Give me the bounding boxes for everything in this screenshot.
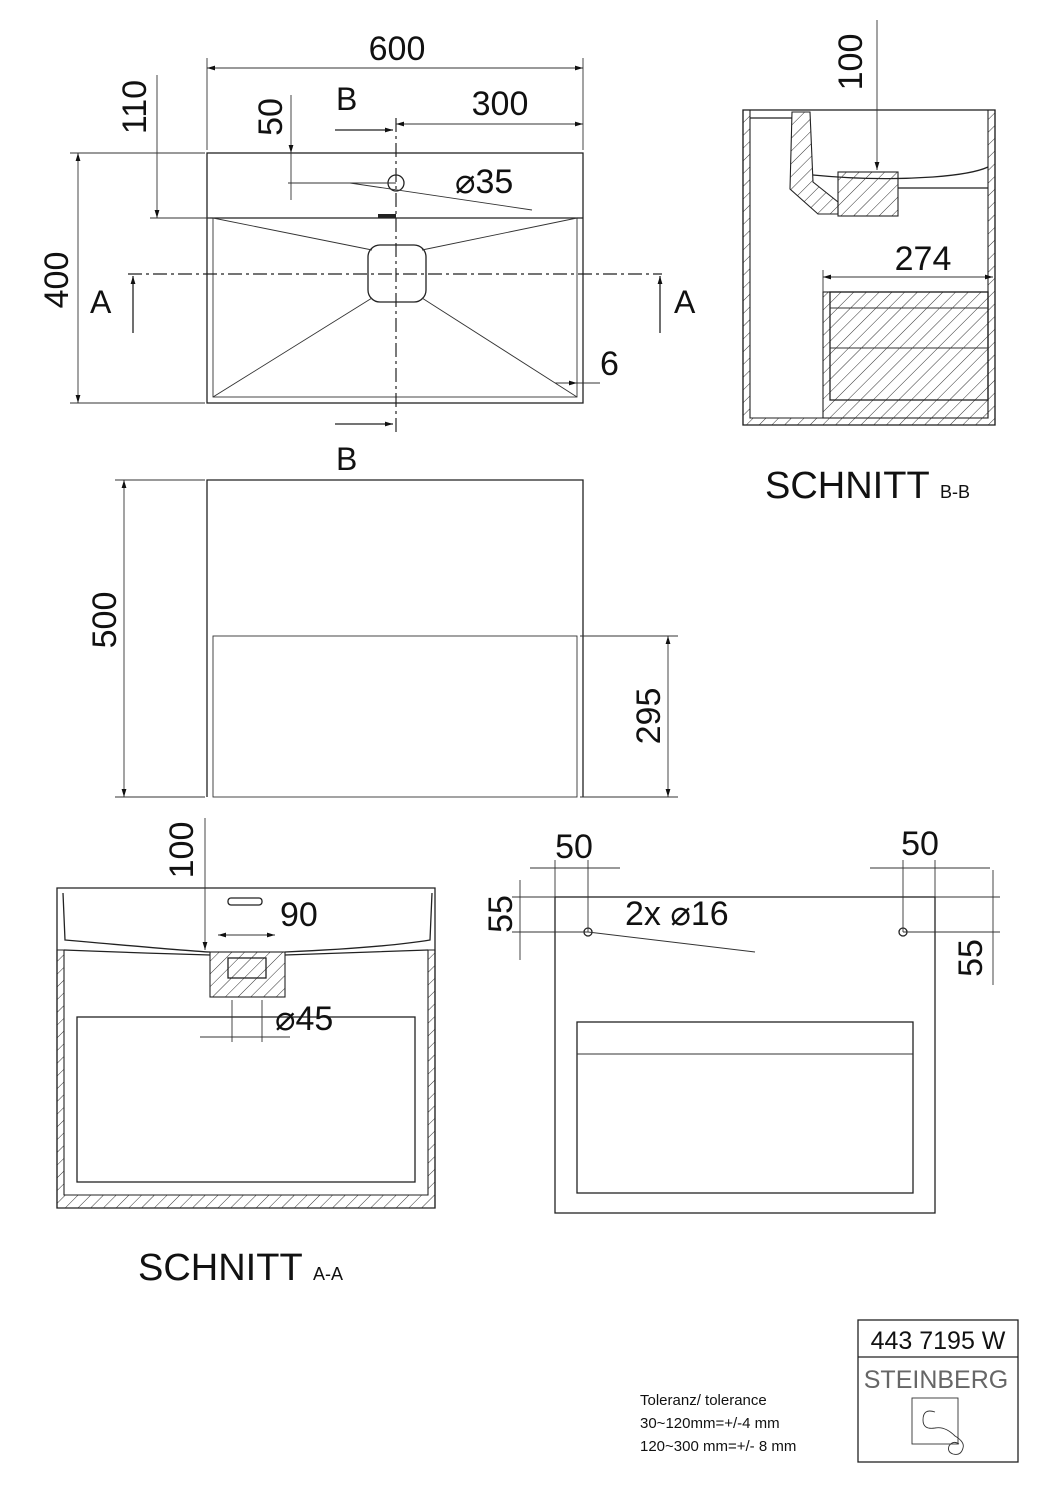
dim-bb-100: 100: [832, 34, 870, 91]
tolerance-line-2: 120~300 mm=+/- 8 mm: [640, 1438, 796, 1455]
back-view: 50 50 55 55 2x ⌀16: [482, 825, 1000, 1214]
section-bb-suffix: B-B: [940, 482, 970, 502]
dim-400: 400: [38, 252, 76, 309]
dim-hole-height-left: 55: [482, 895, 520, 933]
dim-90: 90: [280, 896, 318, 934]
dim-drain-diameter: ⌀45: [275, 1000, 333, 1038]
dim-295: 295: [630, 688, 668, 745]
dim-110: 110: [116, 80, 154, 134]
section-b-label-top: B: [336, 81, 357, 117]
section-a-label-left: A: [90, 284, 112, 320]
tolerance-note: Toleranz/ tolerance 30~120mm=+/-4 mm 120…: [640, 1392, 796, 1455]
section-a-a: 100 90 ⌀45 SCHNITT A-A: [56, 818, 436, 1289]
section-b-label-bottom: B: [336, 441, 357, 477]
section-aa-suffix: A-A: [313, 1264, 343, 1284]
dim-hole-left-50: 50: [555, 828, 593, 866]
section-a-label-right: A: [674, 284, 696, 320]
dim-aa-100: 100: [163, 822, 201, 879]
section-aa-title: SCHNITT: [138, 1247, 303, 1289]
dim-600: 600: [369, 30, 426, 68]
overflow-slot: [227, 897, 263, 906]
dim-274: 274: [895, 240, 952, 278]
dim-hole-height-right: 55: [952, 939, 990, 977]
top-view: 600 300 110 50 400 ⌀35 6 B B A A: [38, 30, 696, 477]
front-view: 500 295: [86, 479, 678, 798]
dim-50-tap: 50: [252, 98, 290, 136]
dim-holes-diameter: 2x ⌀16: [625, 895, 729, 933]
dim-300: 300: [472, 85, 529, 123]
dim-6: 6: [600, 345, 619, 383]
dim-hole-right-50: 50: [901, 825, 939, 863]
drain-outline: [367, 244, 427, 303]
section-bb-title: SCHNITT: [765, 465, 930, 507]
article-number: 443 7195 W: [871, 1327, 1006, 1355]
dim-500: 500: [86, 592, 124, 649]
tolerance-line-1: 30~120mm=+/-4 mm: [640, 1415, 780, 1432]
tolerance-title: Toleranz/ tolerance: [640, 1392, 767, 1409]
brand-name: STEINBERG: [864, 1366, 1008, 1394]
dim-tap-hole-diameter: ⌀35: [455, 163, 513, 201]
section-b-b: 100 274 SCHNITT B-B: [742, 20, 996, 507]
title-block: 443 7195 W STEINBERG: [857, 1319, 1019, 1463]
steinberg-logo-icon: [911, 1397, 964, 1455]
